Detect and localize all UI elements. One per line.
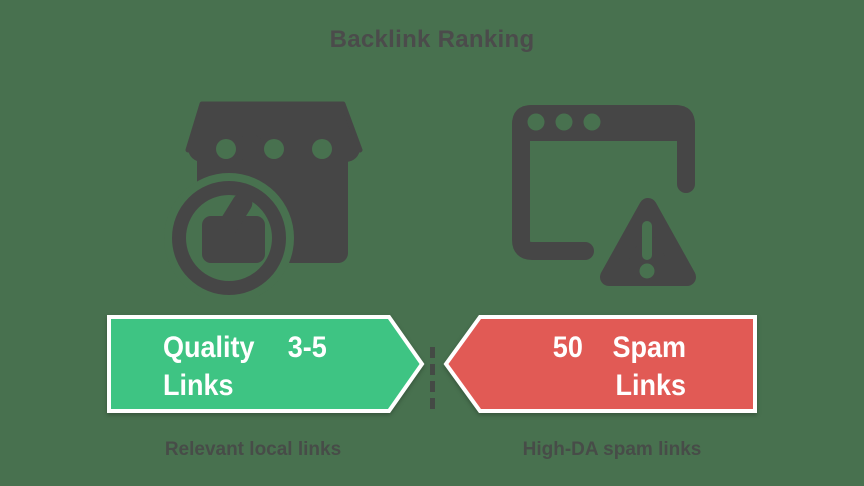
spam-arrow-line1: 50 Spam [553,329,686,367]
spam-count: 50 [552,331,583,364]
spam-caption: High-DA spam links [522,439,702,460]
quality-arrow-line1: Quality 3-5 [163,329,327,367]
quality-caption: Relevant local links [164,439,342,460]
spam-noun: Links [615,369,686,402]
quality-term: Quality [163,331,255,364]
browser-warning-icon [512,105,696,286]
quality-arrow-label: Quality 3-5 Links [163,329,327,405]
page-title: Backlink Ranking [329,26,535,53]
storefront-thumbs-up-icon [164,101,363,298]
dashed-divider [430,347,435,409]
spam-arrow-label: 50 Spam Links [553,329,686,405]
quality-count: 3-5 [287,331,327,364]
quality-noun: Links [163,369,234,402]
spam-term: Spam [612,331,686,364]
